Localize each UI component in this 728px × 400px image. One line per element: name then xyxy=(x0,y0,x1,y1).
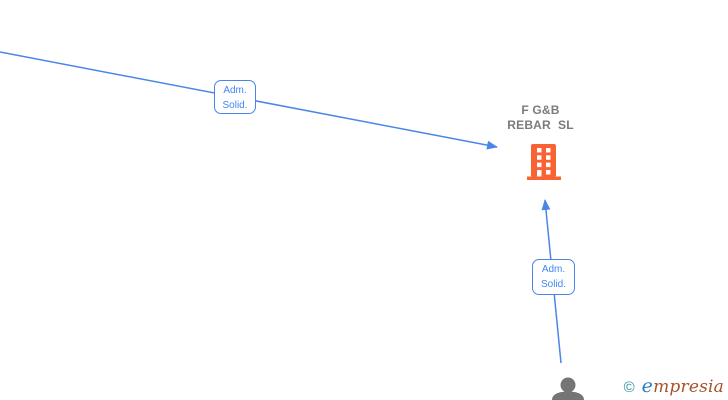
person-node[interactable] xyxy=(549,375,587,400)
logo-wordmark: empresia xyxy=(642,375,724,397)
empresia-logo[interactable]: © empresia xyxy=(624,375,724,397)
logo-letter-e: e xyxy=(641,375,654,397)
building-icon[interactable] xyxy=(527,144,561,180)
copyright-icon: © xyxy=(623,379,635,396)
logo-rest: mpresia xyxy=(653,377,724,397)
company-name: F G&B REBAR SL xyxy=(507,103,574,132)
edge-label-adm-solid-1: Adm. Solid. xyxy=(214,80,256,114)
person-icon xyxy=(552,377,584,400)
edge-label-adm-solid-2: Adm. Solid. xyxy=(532,259,575,295)
company-node[interactable]: F G&B REBAR SL xyxy=(480,103,601,133)
